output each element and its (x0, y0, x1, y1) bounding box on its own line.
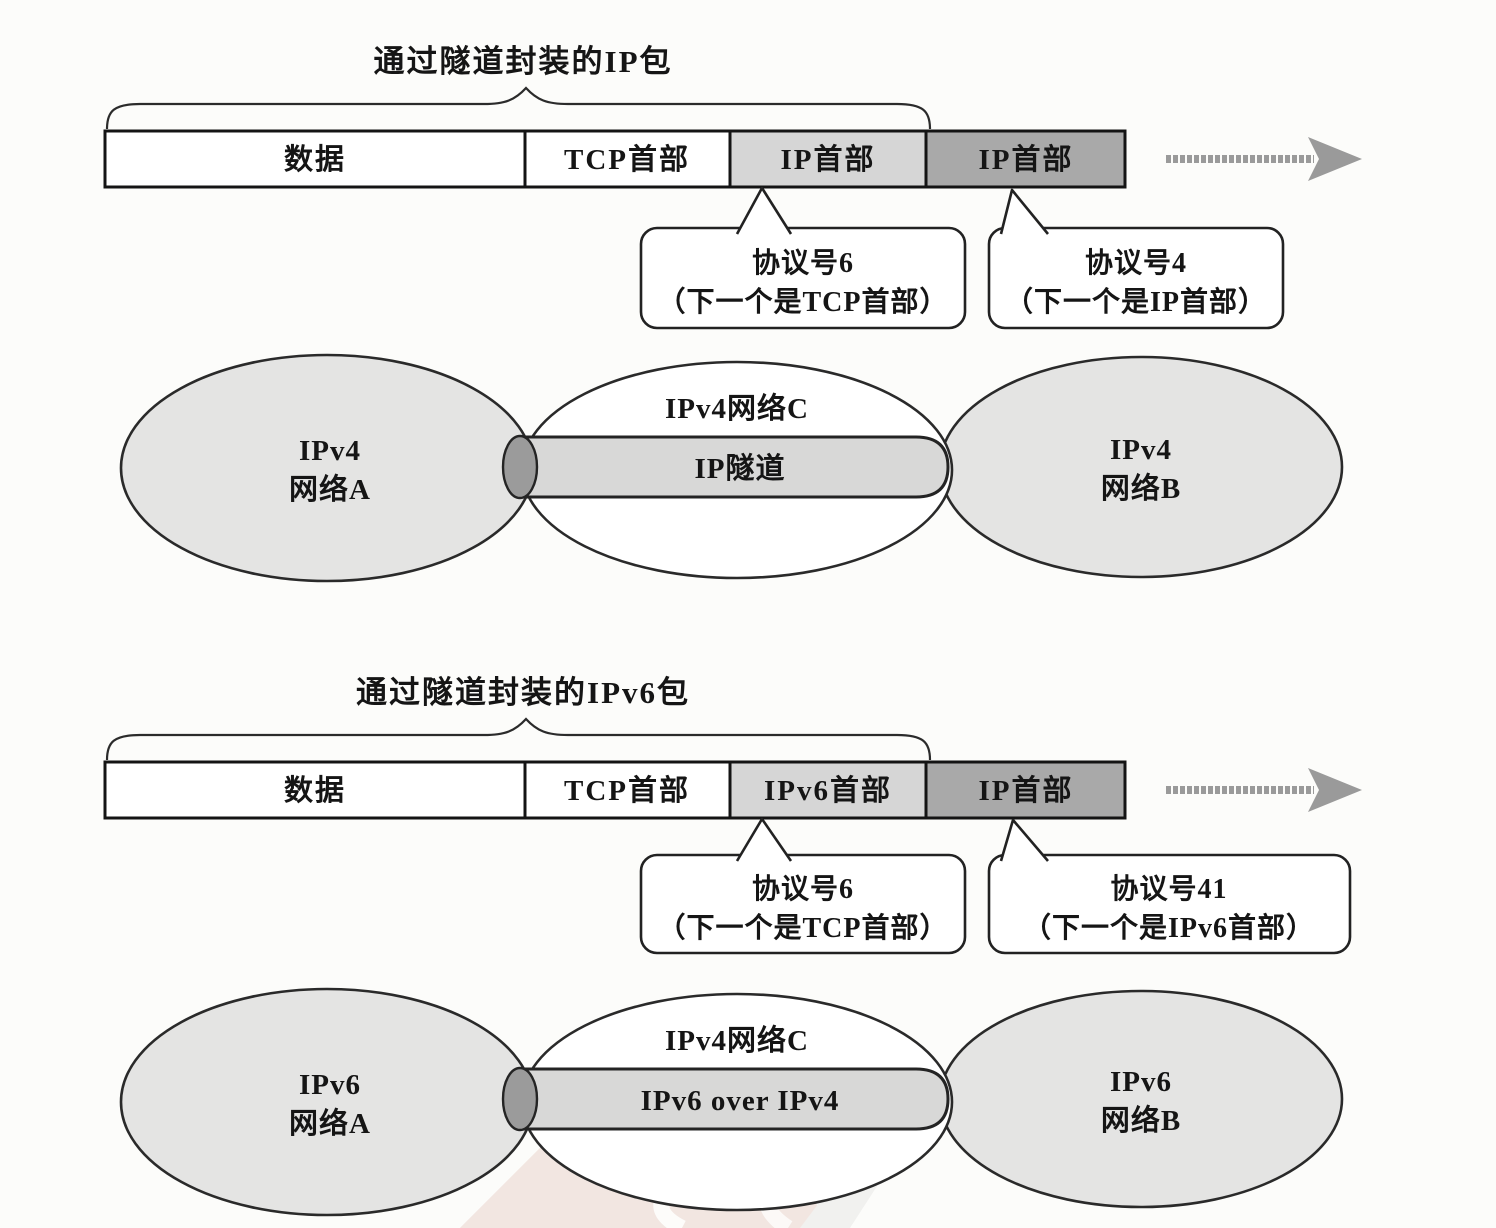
callout-bubble (639, 853, 967, 955)
packet-segment-tcp-header (523, 129, 732, 189)
network-c-label: IPv4网络C (665, 1023, 809, 1057)
diagram-ipv6-over-ipv4-tunnel: 通过隧道封装的IPv6包 数据 TCP首部 IPv6首部 IP首部 协议号6 （… (103, 675, 1362, 1217)
callout-tail (735, 186, 793, 235)
diagram1-brace (105, 86, 932, 130)
callout-line2: （下一个是TCP首部） (657, 285, 948, 318)
network-a-ellipse (119, 987, 535, 1217)
callout-tail (999, 188, 1050, 235)
packet-segment-inner-ip-header (728, 129, 928, 189)
diagram1-title: 通过隧道封装的IP包 (374, 44, 673, 79)
callout-line1: 协议号41 (1110, 873, 1227, 905)
network-b-ellipse (938, 355, 1344, 579)
tunnel-label: IP隧道 (694, 452, 785, 485)
network-a-label-line2: 网络A (289, 1106, 371, 1140)
network-a-label-line1: IPv6 (299, 1069, 361, 1101)
diagram1-callout-protocol4: 协议号4 （下一个是IP首部） (987, 188, 1285, 330)
tunnel-entry-junction (501, 1066, 539, 1132)
packet-segment-tcp-header (523, 760, 732, 820)
diagram1-networks: IPv4网络C IP隧道 IPv4 网络A IPv4 网络B (119, 353, 1344, 583)
network-b-label-line1: IPv6 (1110, 1066, 1172, 1098)
network-b-label-line2: 网络B (1101, 471, 1181, 505)
diagram-ipv4-tunnel: 通过隧道封装的IP包 数据 TCP首部 IP首部 IP首部 协议号6 （下一个是… (103, 44, 1362, 583)
packet-segment-tcp-label: TCP首部 (564, 773, 690, 807)
packet-segment-outer-ip-label: IP首部 (978, 142, 1073, 176)
diagram2-networks: IPv4网络C IPv6 over IPv4 IPv6 网络A IPv6 网络B (119, 987, 1344, 1217)
network-b-label-line1: IPv4 (1110, 434, 1172, 466)
network-c-label: IPv4网络C (665, 391, 809, 425)
callout-line1: 协议号6 (752, 247, 854, 279)
packet-segment-outer-ip-header (924, 760, 1127, 820)
arrow-head (1308, 768, 1362, 812)
diagram2-title: 通过隧道封装的IPv6包 (356, 675, 690, 710)
callout-line1: 协议号6 (752, 873, 854, 905)
packet-segment-data-label: 数据 (284, 143, 346, 176)
callout-line2: （下一个是TCP首部） (657, 911, 948, 944)
packet-segment-inner-ip-label: IP首部 (780, 142, 875, 176)
callout-bubble (987, 226, 1285, 330)
callout-line2: （下一个是IP首部） (1005, 285, 1267, 318)
arrow-head (1308, 137, 1362, 181)
callout-bubble (639, 226, 967, 330)
tunnel-label: IPv6 over IPv4 (641, 1085, 840, 1117)
network-b-ellipse (938, 989, 1344, 1209)
packet-segment-data (103, 760, 527, 820)
packet-segment-data (103, 129, 527, 189)
tunnel-entry-junction (501, 434, 539, 500)
diagram2-callout-protocol6: 协议号6 （下一个是TCP首部） (639, 817, 967, 955)
network-b-label-line2: 网络B (1101, 1103, 1181, 1137)
network-a-label-line2: 网络A (289, 472, 371, 506)
callout-line2: （下一个是IPv6首部） (1023, 911, 1315, 944)
packet-segment-outer-ip-label: IP首部 (978, 773, 1073, 807)
packet-segment-ipv6-label: IPv6首部 (764, 773, 892, 807)
network-a-label-line1: IPv4 (299, 435, 361, 467)
diagram1-packet-row: 数据 TCP首部 IP首部 IP首部 (103, 129, 1127, 189)
diagram1-direction-arrow-icon (1166, 137, 1362, 181)
packet-segment-outer-ip-header (924, 129, 1127, 189)
callout-tail (999, 818, 1049, 862)
callout-bubble (987, 853, 1352, 955)
diagram1-callout-protocol6: 协议号6 （下一个是TCP首部） (639, 186, 967, 330)
diagram2-direction-arrow-icon (1166, 768, 1362, 812)
diagram2-packet-row: 数据 TCP首部 IPv6首部 IP首部 (103, 760, 1127, 820)
diagram2-brace (105, 717, 932, 761)
tunnel-tube (518, 435, 950, 499)
callout-line1: 协议号4 (1085, 247, 1187, 279)
tunnel-tube (518, 1067, 950, 1131)
network-a-ellipse (119, 353, 535, 583)
packet-segment-data-label: 数据 (284, 774, 346, 807)
callout-tail (735, 817, 793, 862)
packet-segment-tcp-label: TCP首部 (564, 142, 690, 176)
diagram2-callout-protocol41: 协议号41 （下一个是IPv6首部） (987, 818, 1352, 955)
